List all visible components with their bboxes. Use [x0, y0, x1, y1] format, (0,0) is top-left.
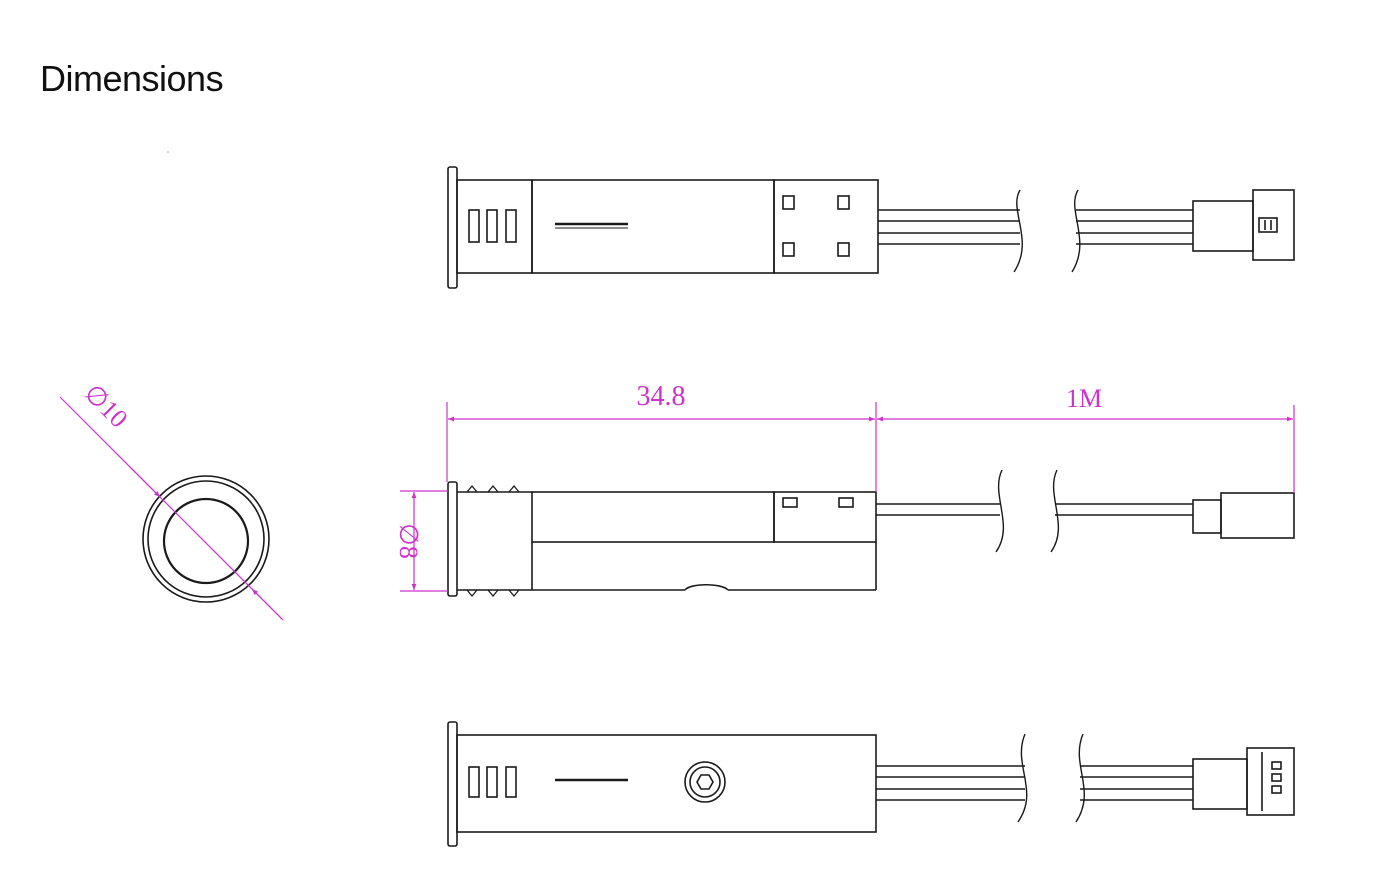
- cable: [876, 503, 1193, 516]
- light-slot: [486, 209, 498, 243]
- side-view: [447, 469, 1295, 598]
- plug-head: [1246, 747, 1295, 816]
- page-title: Dimensions: [40, 58, 224, 99]
- light-slot: [486, 766, 498, 798]
- cap-diameter-label: ∅10: [79, 379, 134, 434]
- sensor-ring: [684, 761, 726, 803]
- sensor-hex: [696, 774, 714, 790]
- cable: [878, 209, 1193, 245]
- break-mark: [1075, 733, 1085, 823]
- connector-housing: [773, 491, 877, 543]
- bottom-view: [447, 721, 1295, 847]
- body-diameter-label: ∅8: [394, 523, 423, 559]
- pin-window: [837, 242, 850, 257]
- body-section: [531, 179, 775, 274]
- pin-window: [782, 242, 795, 257]
- break-mark: [1013, 189, 1023, 273]
- break-mark: [1050, 469, 1060, 553]
- top-view: [447, 166, 1295, 289]
- plug: [1192, 499, 1222, 534]
- light-slot: [468, 209, 480, 243]
- flange: [447, 481, 458, 597]
- break-mark: [1071, 189, 1081, 273]
- flange: [447, 721, 458, 847]
- light-slot: [468, 766, 480, 798]
- plug-head: [1220, 492, 1295, 539]
- body: [456, 734, 877, 833]
- plug: [1192, 758, 1248, 810]
- flange: [447, 166, 458, 289]
- body-section: [531, 491, 775, 543]
- light-slot: [505, 766, 517, 798]
- light-slot: [505, 209, 517, 243]
- plug-head: [1252, 189, 1295, 261]
- barbs: [466, 484, 520, 598]
- break-mark: [995, 469, 1005, 553]
- front-view: [142, 475, 270, 603]
- connector-housing: [773, 179, 879, 274]
- plug: [1192, 200, 1254, 252]
- pin-window: [837, 195, 850, 210]
- break-mark: [1017, 733, 1028, 823]
- dimension-lines: [400, 402, 1295, 592]
- length-label: 34.8: [637, 381, 686, 412]
- cable: [876, 765, 1193, 801]
- cap-outer-ring: [142, 475, 270, 603]
- sensor-window: [162, 497, 250, 585]
- cable-length-label: 1M: [1066, 384, 1102, 413]
- cap-diameter-dimension: [59, 396, 284, 621]
- pin-window: [782, 195, 795, 210]
